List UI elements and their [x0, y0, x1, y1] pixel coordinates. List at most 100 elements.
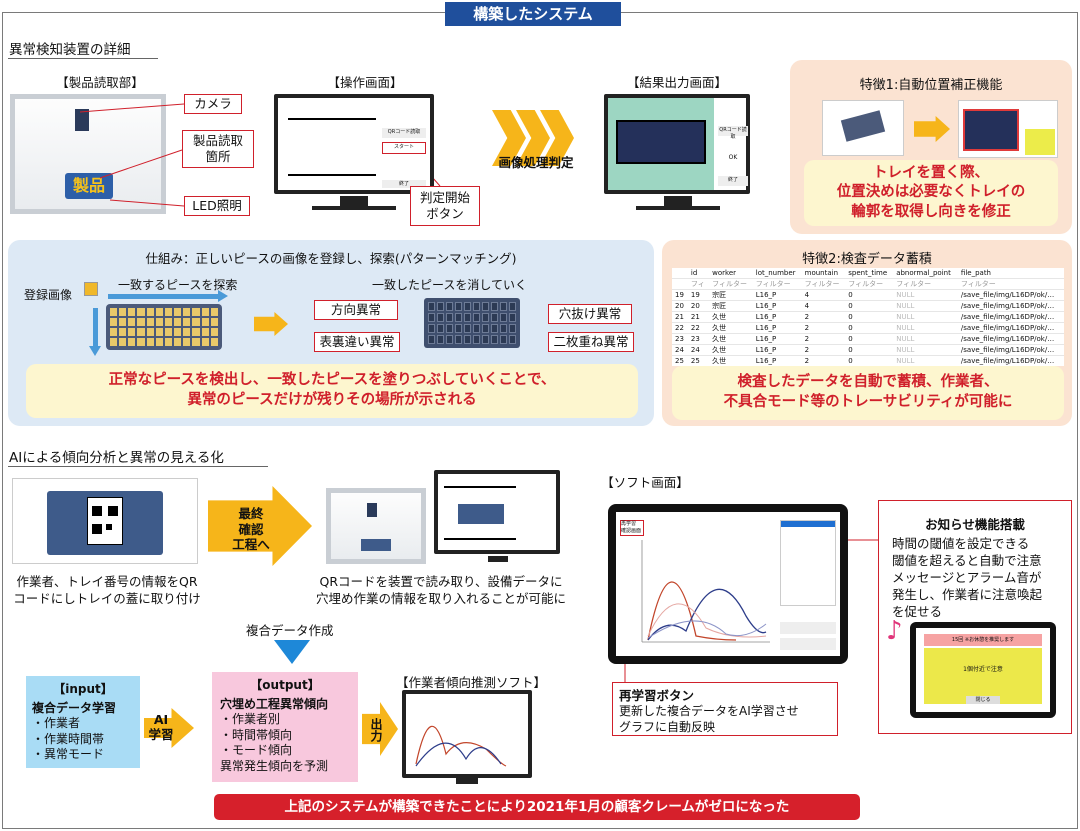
start-button-callout: 判定開始 ボタン [410, 186, 480, 226]
alarm-message-area: 1個付近で注意 [924, 648, 1042, 704]
tray-lid [47, 491, 163, 555]
series-line-1 [647, 581, 737, 641]
feature2-note-line1: 検査したデータを自動で蓄積、作業者、 [737, 374, 999, 391]
filter-cell[interactable]: フィルター [893, 278, 958, 291]
filter-cell[interactable]: フィルター [752, 278, 802, 291]
notice-line5: を促せる [892, 603, 943, 619]
feature1-ok-block [1025, 129, 1055, 155]
soft-monitor [402, 690, 532, 778]
soft-label: 【作業者傾向推測ソフト】 [396, 675, 547, 690]
footer-banner: 上記のシステムが構築できたことにより2021年1月の顧客クレームがゼロになった [214, 794, 860, 820]
qr-caption: 作業者、トレイ番号の情報をQR コードにしトレイの蓋に取り付け [8, 574, 206, 608]
registered-piece [84, 282, 98, 296]
result-label: 【結果出力画面】 [626, 75, 727, 90]
relearn-small-button[interactable]: 再学習 確認画面 [620, 520, 644, 536]
table-header-row: id worker lot_number mountain spent_time… [672, 268, 1064, 280]
notice-text: 時間の閾値を設定できる 閾値を超えると自動で注意 メッセージとアラーム音が 発生… [892, 536, 1068, 620]
op-qr-button[interactable]: QRコード読取 [382, 128, 426, 138]
qr-caption-line1: 作業者、トレイ番号の情報をQR [16, 574, 198, 589]
soft-mini-chart [415, 725, 507, 767]
defect-direction: 方向異常 [314, 300, 398, 320]
input-title: 【input】 [53, 682, 113, 696]
tablet-list-selected[interactable] [781, 521, 835, 527]
input-items: ・作業者 ・作業時間帯 ・異常モード [32, 716, 140, 763]
start-callout-line2: ボタン [426, 206, 464, 221]
filter-cell[interactable]: フィ [687, 278, 710, 291]
col-time: spent_time [845, 268, 894, 280]
final-check-label: 最終 確認 工程へ [222, 506, 280, 553]
defect-double: 二枚重ね異常 [548, 332, 634, 352]
product-text: 製品 [72, 176, 105, 195]
output-foot: 異常発生傾向を予測 [220, 758, 329, 773]
section1-underline [8, 58, 158, 59]
camera-line [79, 103, 185, 113]
mechanism-note: 正常なピースを検出し、一致したピースを塗りつぶしていくことで、 異常のピースだけ… [26, 364, 638, 418]
op-start-button[interactable]: スタート [382, 142, 426, 154]
relearn-small-line2: 確認画面 [621, 528, 642, 534]
device-caption-line2: 穴埋め作業の情報を取り入れることが可能に [315, 590, 566, 606]
output-item: ・作業者別 [220, 712, 281, 726]
search-arrow-h-head [218, 290, 228, 302]
search-arrow-h [108, 294, 218, 299]
read-spot-line [99, 149, 183, 179]
feature2-table-wrap: id worker lot_number mountain spent_time… [672, 268, 1064, 366]
relearn-small-line1: 再学習 [621, 521, 637, 527]
feature2-title: 特徴2:検査データ蓄積 [802, 252, 932, 267]
reader-label: 【製品読取部】 [56, 75, 144, 90]
ai-label: AI 学習 [146, 712, 176, 742]
section1-title: 異常検知装置の詳細 [9, 42, 131, 58]
erased-tray [424, 298, 520, 348]
tray-small [361, 539, 391, 551]
input-box: 【input】 複合データ学習 ・作業者 ・作業時間帯 ・異常モード [26, 676, 140, 768]
section2-title: AIによる傾向分析と異常の見える化 [9, 450, 224, 466]
image-judge-label: 画像処理判定 [498, 155, 574, 170]
table-filter-row: フィ フィルター フィルター フィルター フィルター フィルター フィルター [672, 278, 1064, 291]
final-line2: 確認 [238, 521, 264, 537]
result-end-button[interactable]: 終了 [718, 176, 748, 186]
led-label: LED照明 [184, 196, 250, 216]
notice-line4: 発生し、作業者に注意喚起 [892, 586, 1043, 602]
filter-cell[interactable]: フィルター [709, 278, 753, 291]
result-stand [664, 196, 692, 206]
relearn-callout: 再学習ボタン 更新した複合データをAI学習させ グラフに自動反映 [612, 682, 838, 736]
col-id: id [687, 268, 710, 280]
erase-label: 一致したピースを消していく [372, 278, 528, 292]
start-callout-line1: 判定開始 [419, 189, 470, 205]
reader-cabinet: 製品 [10, 94, 166, 214]
device-cabinet-small [326, 488, 426, 564]
search-label: 一致するピースを探索 [118, 278, 238, 292]
tablet-button-1[interactable] [780, 622, 836, 634]
combined-data-label: 複合データ作成 [246, 623, 334, 638]
mechanism-note-line2: 異常のピースだけが残りその場所が示される [187, 392, 477, 408]
read-spot-label: 製品読取 箇所 [182, 130, 254, 168]
tablet: 再学習 確認画面 [608, 504, 848, 664]
result-qr-button[interactable]: QRコード読取 [718, 126, 748, 140]
filter-cell[interactable]: フィルター [845, 278, 894, 291]
relearn-line2: グラフに自動反映 [619, 719, 716, 734]
operation-preview [288, 118, 376, 176]
final-line3: 工程へ [232, 537, 270, 553]
output-arrow-label: 出力 [369, 718, 383, 742]
feature1-corrected-tray [963, 109, 1019, 151]
notice-title: お知らせ機能搭載 [925, 517, 1025, 532]
op-end-button[interactable]: 終了 [382, 180, 426, 188]
trend-chart [641, 540, 770, 643]
camera-label: カメラ [184, 94, 242, 114]
alarm-bar: 15回 ※お休憩を推奨します [924, 634, 1042, 646]
alarm-close-button[interactable]: 閉じる [966, 696, 1000, 704]
read-spot-line1: 製品読取 [192, 132, 243, 148]
alarm-message: 1個付近で注意 [963, 666, 1003, 673]
filter-cell[interactable]: フィルター [801, 278, 846, 291]
soft-stand [456, 778, 478, 784]
output-title: 【output】 [250, 678, 320, 692]
series-line-3 [647, 603, 767, 638]
tablet-list [780, 520, 836, 606]
read-spot-line2: 箇所 [205, 149, 231, 164]
notice-line1: 時間の閾値を設定できる [892, 536, 1030, 551]
tablet-button-2[interactable] [780, 638, 836, 650]
filter-cell[interactable]: フィルター [957, 278, 1064, 291]
